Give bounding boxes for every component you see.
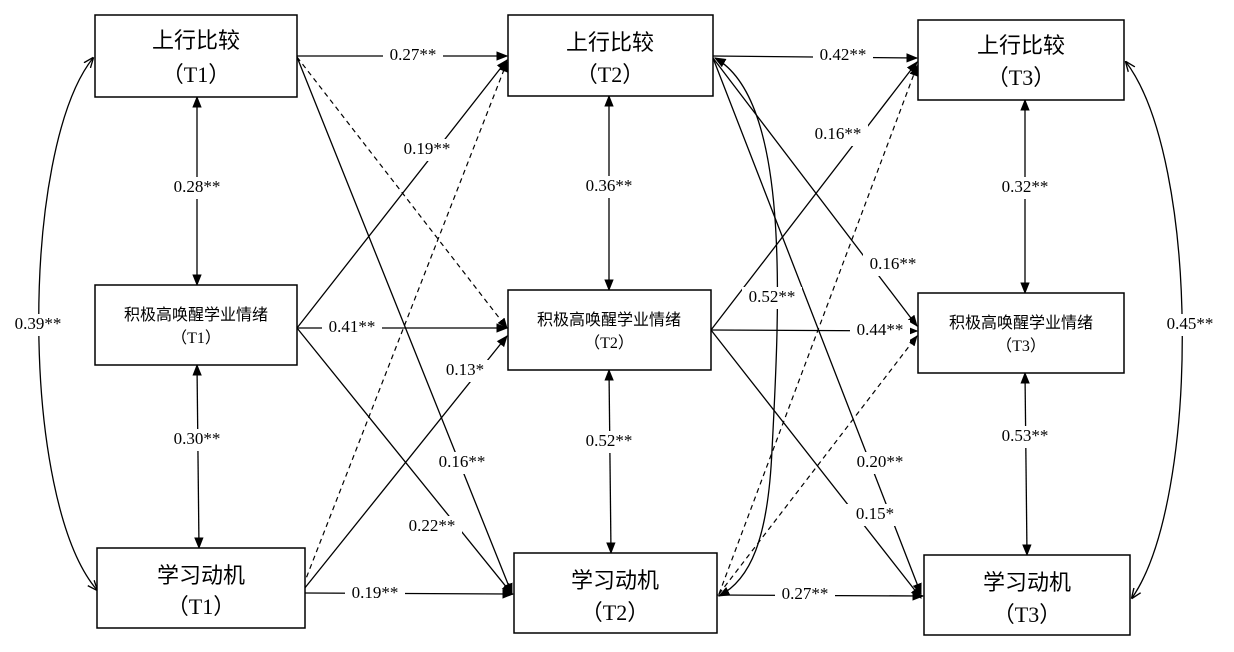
label-background bbox=[432, 452, 492, 474]
node-name: 积极高唤醒学业情绪 bbox=[949, 314, 1093, 332]
label-background bbox=[742, 287, 802, 309]
coefficient-label-cov2-aff-mot: 0.52** bbox=[586, 431, 633, 450]
label-background bbox=[808, 124, 868, 146]
node-t2-positive-emotion: 积极高唤醒学业情绪 （T2） bbox=[507, 289, 712, 371]
node-name: 学习动机 bbox=[571, 568, 659, 593]
coefficient-label-aff2-mot3: 0.15* bbox=[856, 504, 894, 523]
label-background bbox=[995, 177, 1055, 199]
path-aff1-up2 bbox=[296, 59, 508, 329]
coefficient-label-up23: 0.42** bbox=[820, 45, 867, 64]
coefficient-label-mot1-aff2: 0.13* bbox=[446, 360, 484, 379]
node-name: 学习动机 bbox=[983, 570, 1071, 595]
path-aff2-mot3 bbox=[710, 329, 922, 599]
label-background bbox=[579, 176, 639, 198]
label-background bbox=[813, 45, 873, 67]
label-background bbox=[8, 314, 68, 336]
coefficient-label-aff1-mot2: 0.22** bbox=[409, 516, 456, 535]
node-name: 上行比较 bbox=[152, 28, 240, 53]
path-up1-aff2-dashed bbox=[296, 56, 508, 329]
node-t1-positive-emotion: 积极高唤醒学业情绪 （T1） bbox=[94, 284, 298, 366]
path-mot2-aff3-dashed bbox=[718, 335, 918, 595]
cov1-aff-mot bbox=[192, 363, 204, 550]
node-t2-upward-comparison: 上行比较 （T2） bbox=[507, 14, 714, 97]
node-time: （T3） bbox=[987, 65, 1055, 90]
cov2-aff-mot bbox=[604, 368, 616, 555]
label-background bbox=[402, 516, 462, 538]
label-background bbox=[397, 139, 457, 161]
path-mot12 bbox=[304, 589, 515, 599]
label-background bbox=[167, 177, 227, 199]
coefficient-label-cov3-up-aff: 0.32** bbox=[1002, 177, 1049, 196]
coefficient-label-cov3-up-mot: 0.45** bbox=[1167, 314, 1214, 333]
path-mot2-up3-dashed bbox=[718, 64, 918, 595]
node-t3-motivation: 学习动机 （T3） bbox=[923, 554, 1131, 636]
node-time: （T1） bbox=[167, 594, 235, 619]
node-t1-upward-comparison: 上行比较 （T1） bbox=[94, 14, 298, 98]
coefficient-label-cov2-up-aff: 0.36** bbox=[586, 176, 633, 195]
node-name: 上行比较 bbox=[977, 33, 1065, 58]
node-time: （T1） bbox=[162, 62, 230, 87]
path-aff2-up3 bbox=[710, 61, 918, 331]
label-background bbox=[579, 431, 639, 453]
coefficient-label-cov1-up-aff: 0.28** bbox=[174, 177, 221, 196]
path-aff1-mot2 bbox=[296, 327, 513, 595]
coefficient-label-cov-up2-mot2: 0.52** bbox=[749, 287, 796, 306]
coefficient-label-up12: 0.27** bbox=[390, 45, 437, 64]
label-background bbox=[850, 452, 910, 474]
coefficient-label-aff12: 0.41** bbox=[329, 317, 376, 336]
coefficient-label-mot12: 0.19** bbox=[352, 583, 399, 602]
node-time: （T2） bbox=[584, 334, 634, 352]
coefficient-label-mot23: 0.27** bbox=[782, 584, 829, 603]
node-name: 学习动机 bbox=[157, 563, 245, 588]
label-background bbox=[322, 317, 382, 339]
node-time: （T3） bbox=[996, 337, 1046, 355]
node-time: （T1） bbox=[171, 329, 221, 347]
node-name: 上行比较 bbox=[566, 30, 654, 55]
path-up2-aff3 bbox=[712, 57, 918, 327]
coefficient-label-cov1-aff-mot: 0.30** bbox=[174, 429, 221, 448]
node-t3-upward-comparison: 上行比较 （T3） bbox=[917, 19, 1125, 101]
coefficient-label-up2-aff3: 0.16** bbox=[870, 254, 917, 273]
label-background bbox=[863, 254, 923, 276]
label-background bbox=[850, 320, 910, 342]
node-name: 积极高唤醒学业情绪 bbox=[537, 311, 681, 329]
node-time: （T2） bbox=[576, 62, 644, 87]
cov-t2-up-mot bbox=[713, 57, 779, 597]
label-background bbox=[435, 360, 495, 382]
coefficient-label-aff1-up2: 0.19** bbox=[404, 139, 451, 158]
node-time: （T3） bbox=[993, 602, 1061, 627]
coefficient-label-up1-mot2: 0.16** bbox=[439, 452, 486, 471]
cov3-aff-mot bbox=[1020, 371, 1032, 557]
label-background bbox=[167, 429, 227, 451]
node-t2-motivation: 学习动机 （T2） bbox=[513, 552, 718, 634]
label-background bbox=[775, 584, 835, 606]
coefficient-label-cov1-up-mot: 0.39** bbox=[15, 314, 62, 333]
node-name: 积极高唤醒学业情绪 bbox=[124, 306, 268, 324]
node-t3-positive-emotion: 积极高唤醒学业情绪 （T3） bbox=[917, 292, 1125, 374]
label-background bbox=[1160, 314, 1220, 336]
label-background bbox=[345, 583, 405, 605]
label-background bbox=[845, 504, 905, 526]
node-t1-motivation: 学习动机 （T1） bbox=[96, 547, 306, 629]
label-background bbox=[383, 45, 443, 67]
coefficient-label-aff2-up3: 0.16** bbox=[815, 124, 862, 143]
coefficient-label-aff23: 0.44** bbox=[857, 320, 904, 339]
label-background bbox=[995, 426, 1055, 448]
coefficient-label-up2-mot3: 0.20** bbox=[857, 452, 904, 471]
node-time: （T2） bbox=[581, 600, 649, 625]
coefficient-label-cov3-aff-mot: 0.53** bbox=[1002, 426, 1049, 445]
